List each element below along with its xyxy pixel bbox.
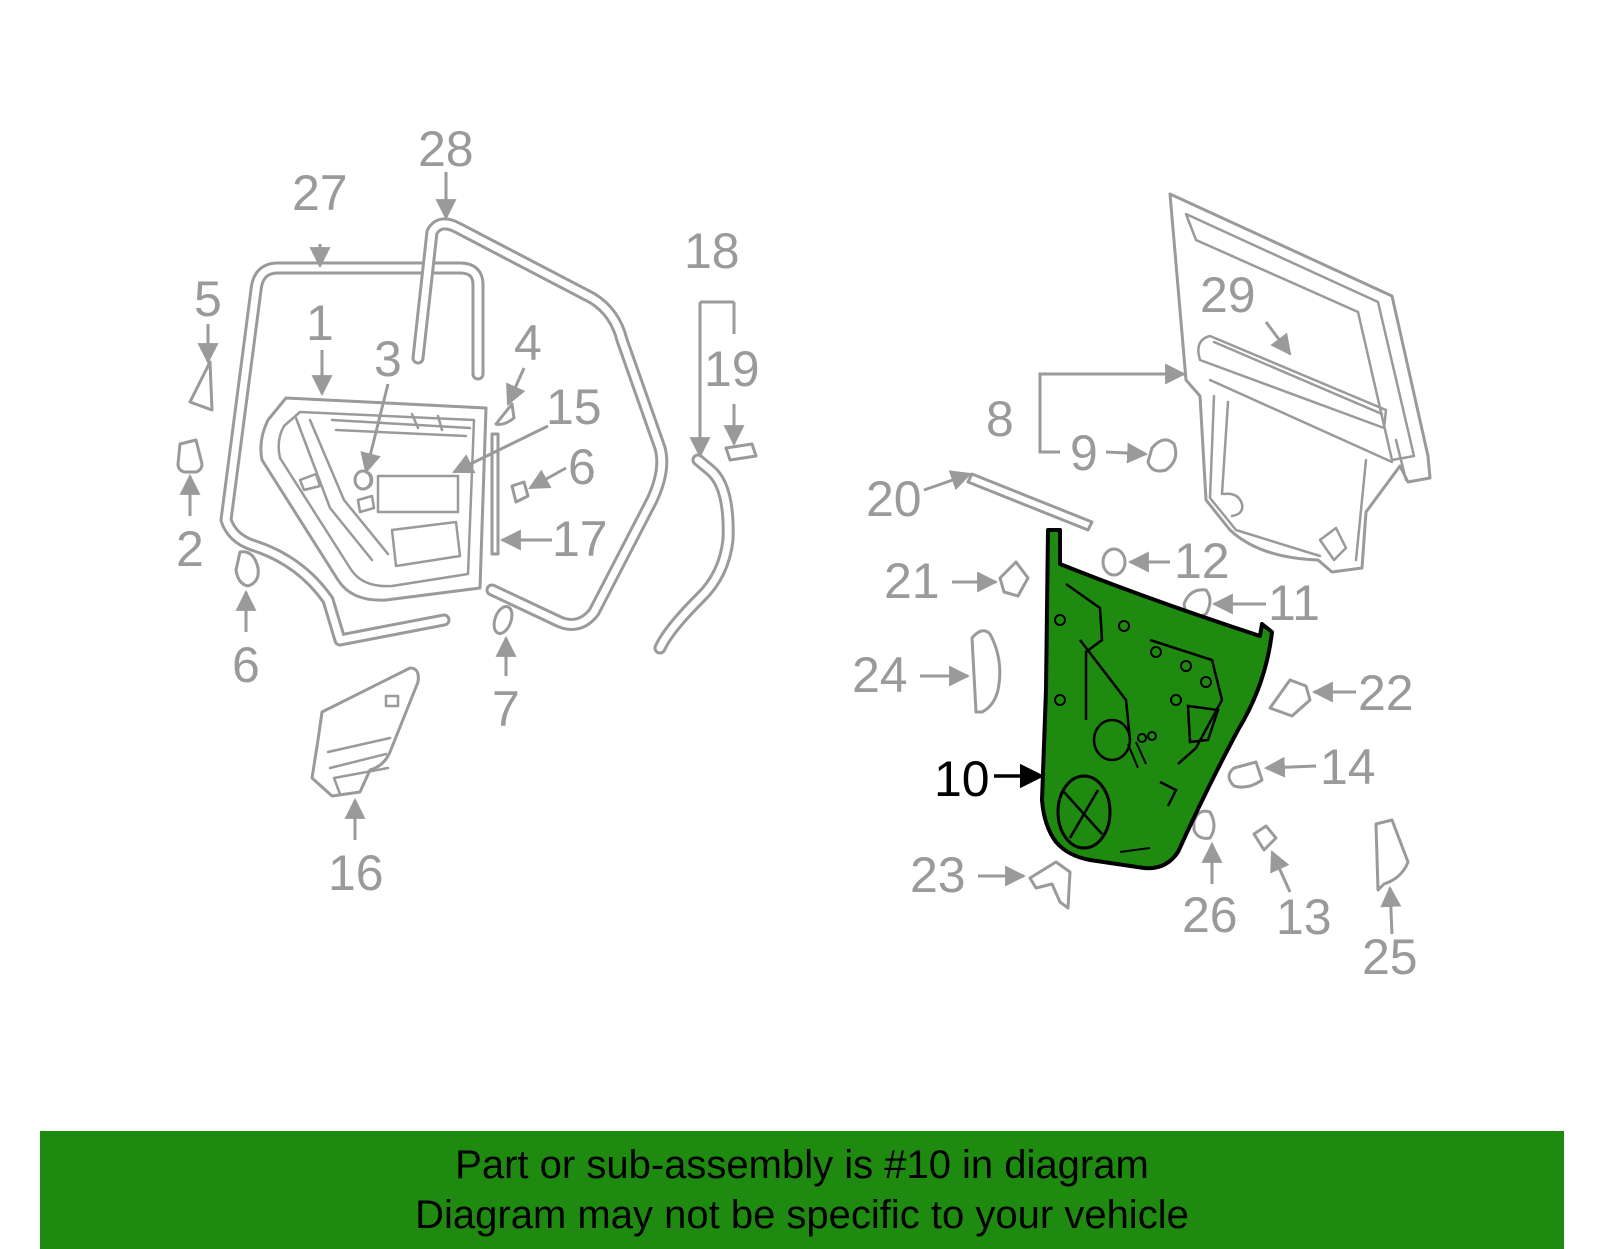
part-9-bumper[interactable] bbox=[1146, 438, 1178, 473]
label-19: 19 bbox=[704, 341, 760, 397]
part-24-handle-cover[interactable] bbox=[970, 629, 1002, 714]
part-13-bolt[interactable] bbox=[1252, 824, 1278, 852]
part-21-clip[interactable] bbox=[998, 560, 1030, 598]
part-18-glass-run[interactable] bbox=[653, 453, 735, 655]
label-20: 20 bbox=[866, 471, 922, 527]
part-2-clip[interactable] bbox=[176, 438, 204, 474]
label-6a: 6 bbox=[232, 637, 260, 693]
part-16-bracket[interactable] bbox=[310, 666, 420, 798]
part-26-plug[interactable] bbox=[1192, 809, 1216, 840]
label-16: 16 bbox=[328, 845, 384, 901]
part-25-trim-piece[interactable] bbox=[1374, 818, 1410, 892]
label-9: 9 bbox=[1070, 425, 1098, 481]
leader-lines bbox=[179, 172, 1402, 935]
label-12: 12 bbox=[1174, 533, 1230, 589]
label-24: 24 bbox=[852, 647, 908, 703]
part-29-door-shell[interactable] bbox=[1168, 192, 1432, 574]
part-12-washer[interactable] bbox=[1101, 547, 1127, 577]
info-banner: Part or sub-assembly is #10 in diagram D… bbox=[40, 1131, 1564, 1249]
part-20-strip[interactable] bbox=[966, 472, 1094, 532]
label-15: 15 bbox=[546, 379, 602, 435]
label-6b: 6 bbox=[568, 439, 596, 495]
label-26: 26 bbox=[1182, 887, 1238, 943]
label-11: 11 bbox=[1268, 575, 1320, 631]
label-1: 1 bbox=[306, 295, 334, 351]
callout-labels: 27 28 5 1 3 4 15 6 17 2 6 7 16 18 19 29 … bbox=[176, 121, 1418, 985]
part-6b-clip[interactable] bbox=[510, 480, 530, 504]
label-10: 10 bbox=[934, 751, 990, 807]
part-7-plug[interactable] bbox=[491, 604, 516, 636]
label-13: 13 bbox=[1276, 889, 1332, 945]
part-10-door-module[interactable] bbox=[1040, 528, 1274, 871]
label-4: 4 bbox=[514, 315, 542, 371]
label-23: 23 bbox=[910, 847, 966, 903]
part-19-clip[interactable] bbox=[724, 442, 758, 462]
label-8: 8 bbox=[986, 391, 1014, 447]
label-21: 21 bbox=[884, 553, 940, 609]
part-1-trim-panel[interactable] bbox=[259, 396, 488, 602]
label-2: 2 bbox=[176, 521, 204, 577]
banner-line-1: Part or sub-assembly is #10 in diagram bbox=[455, 1143, 1149, 1187]
part-23-bracket[interactable] bbox=[1028, 860, 1072, 910]
part-3-clip[interactable] bbox=[353, 469, 373, 491]
part-6a-grommet[interactable] bbox=[234, 550, 260, 588]
label-18: 18 bbox=[684, 223, 740, 279]
part-5-triangle-piece[interactable] bbox=[188, 360, 214, 412]
label-5: 5 bbox=[194, 271, 222, 327]
label-3: 3 bbox=[374, 331, 402, 387]
part-4-clip[interactable] bbox=[494, 402, 516, 426]
label-29: 29 bbox=[1200, 267, 1256, 323]
part-14-bulb[interactable] bbox=[1227, 760, 1264, 789]
label-28: 28 bbox=[418, 121, 474, 177]
label-27: 27 bbox=[292, 165, 348, 221]
part-17-strip[interactable] bbox=[490, 432, 500, 556]
banner-line-2: Diagram may not be specific to your vehi… bbox=[415, 1193, 1189, 1237]
label-22: 22 bbox=[1358, 665, 1414, 721]
label-7: 7 bbox=[492, 681, 520, 737]
label-14: 14 bbox=[1320, 739, 1376, 795]
label-17: 17 bbox=[552, 511, 608, 567]
part-22-bracket[interactable] bbox=[1268, 678, 1312, 718]
label-25: 25 bbox=[1362, 929, 1418, 985]
